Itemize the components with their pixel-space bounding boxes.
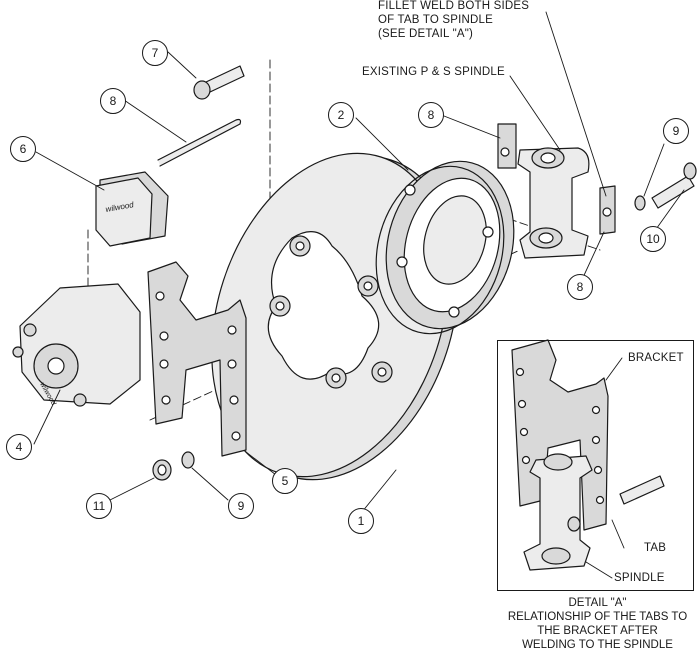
brake-caliper xyxy=(12,283,141,407)
note-existing-spindle: EXISTING P & S SPINDLE xyxy=(362,66,505,78)
note-fillet-weld-2: OF TAB TO SPINDLE xyxy=(378,14,494,26)
detail-a-drawing xyxy=(511,339,665,571)
brake-pads xyxy=(95,171,169,247)
leader-lines xyxy=(33,11,685,579)
spindle xyxy=(517,147,590,259)
note-fillet-weld-3: (SEE DETAIL "A") xyxy=(378,28,474,40)
detail-caption-line-2: THE BRACKET AFTER xyxy=(537,625,658,637)
caliper-bracket xyxy=(147,261,247,457)
callout-10: 10 xyxy=(640,226,666,252)
callout-2: 2 xyxy=(328,102,354,128)
callout-3: 7 xyxy=(142,40,168,66)
top-bolt xyxy=(193,65,245,100)
callout-4: 4 xyxy=(6,434,32,460)
cotter-pin xyxy=(157,118,242,167)
right-washer-and-bolt xyxy=(634,162,697,211)
detail-caption-title: DETAIL "A" xyxy=(568,597,627,609)
callout-9-right: 9 xyxy=(663,118,689,144)
callout-8-upper: 8 xyxy=(418,102,444,128)
callout-1: 1 xyxy=(348,508,374,534)
callout-5: 5 xyxy=(272,468,298,494)
detail-a-frame xyxy=(497,340,694,591)
detail-label-spindle: SPINDLE xyxy=(614,572,665,584)
lower-washer-and-nut xyxy=(152,451,195,481)
callout-6: 6 xyxy=(10,136,36,162)
detail-caption-line-1: RELATIONSHIP OF THE TABS TO xyxy=(507,611,688,623)
detail-label-tab: TAB xyxy=(644,542,667,554)
weld-tabs xyxy=(497,123,616,235)
callout-9-lower: 9 xyxy=(228,493,254,519)
detail-caption-line-3: WELDING TO THE SPINDLE xyxy=(522,639,673,651)
callout-8-lower: 8 xyxy=(567,274,593,300)
note-fillet-weld-1: FILLET WELD BOTH SIDES xyxy=(378,0,530,12)
detail-label-bracket: BRACKET xyxy=(628,352,684,364)
callout-11: 11 xyxy=(86,493,112,519)
rotor-hat xyxy=(375,160,515,335)
callout-7: 8 xyxy=(100,88,126,114)
